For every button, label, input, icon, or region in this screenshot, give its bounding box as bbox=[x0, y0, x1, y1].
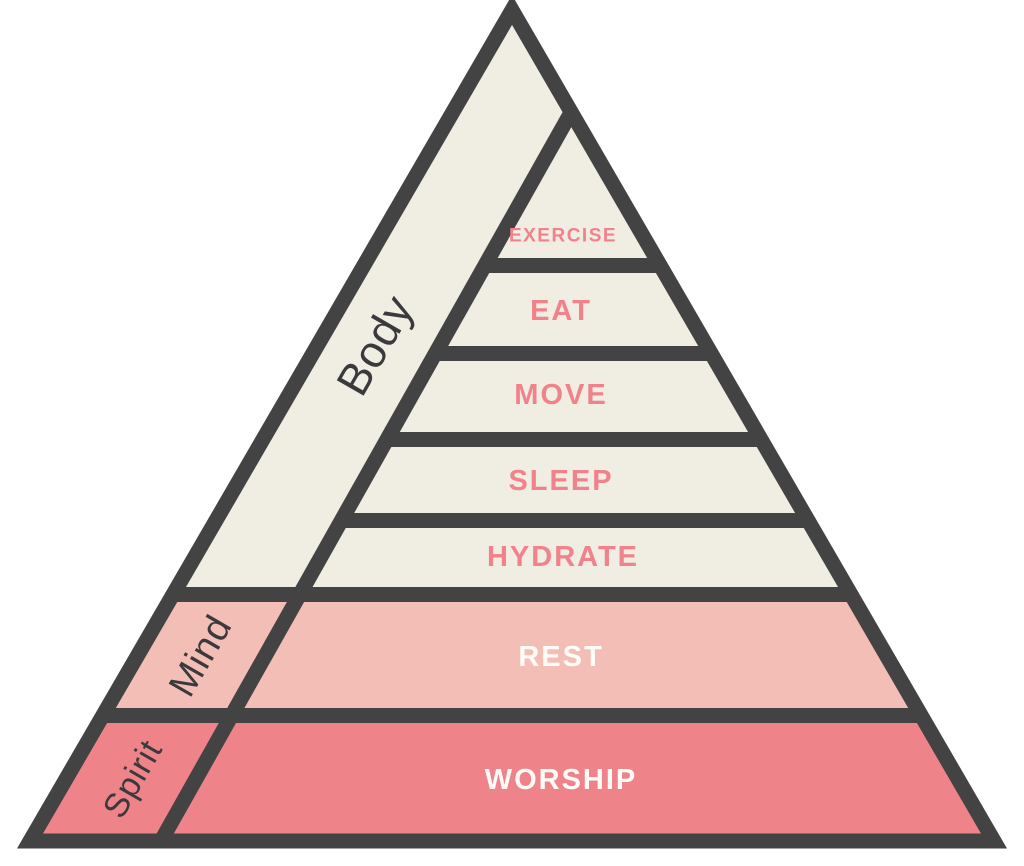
separator-body-mind bbox=[30, 587, 994, 602]
separator-exercise-eat bbox=[484, 258, 994, 273]
level-label-sleep: SLEEP bbox=[508, 465, 613, 497]
separator-move-sleep bbox=[386, 432, 994, 447]
level-label-worship: WORSHIP bbox=[485, 764, 638, 796]
level-label-move: MOVE bbox=[514, 379, 607, 411]
mind-section-background bbox=[30, 594, 994, 716]
separator-sleep-hydrate bbox=[341, 513, 994, 528]
separator-mind-spirit bbox=[30, 708, 994, 723]
level-label-exercise: EXERCISE bbox=[509, 226, 617, 247]
level-label-hydrate: HYDRATE bbox=[487, 541, 639, 573]
level-label-eat: EAT bbox=[530, 295, 592, 327]
body-section-background bbox=[30, 10, 994, 594]
group-label-divider-line bbox=[154, 96, 585, 841]
pyramid-outline bbox=[16, 0, 1008, 849]
separator-eat-move bbox=[435, 346, 994, 361]
level-label-rest: REST bbox=[518, 641, 603, 673]
